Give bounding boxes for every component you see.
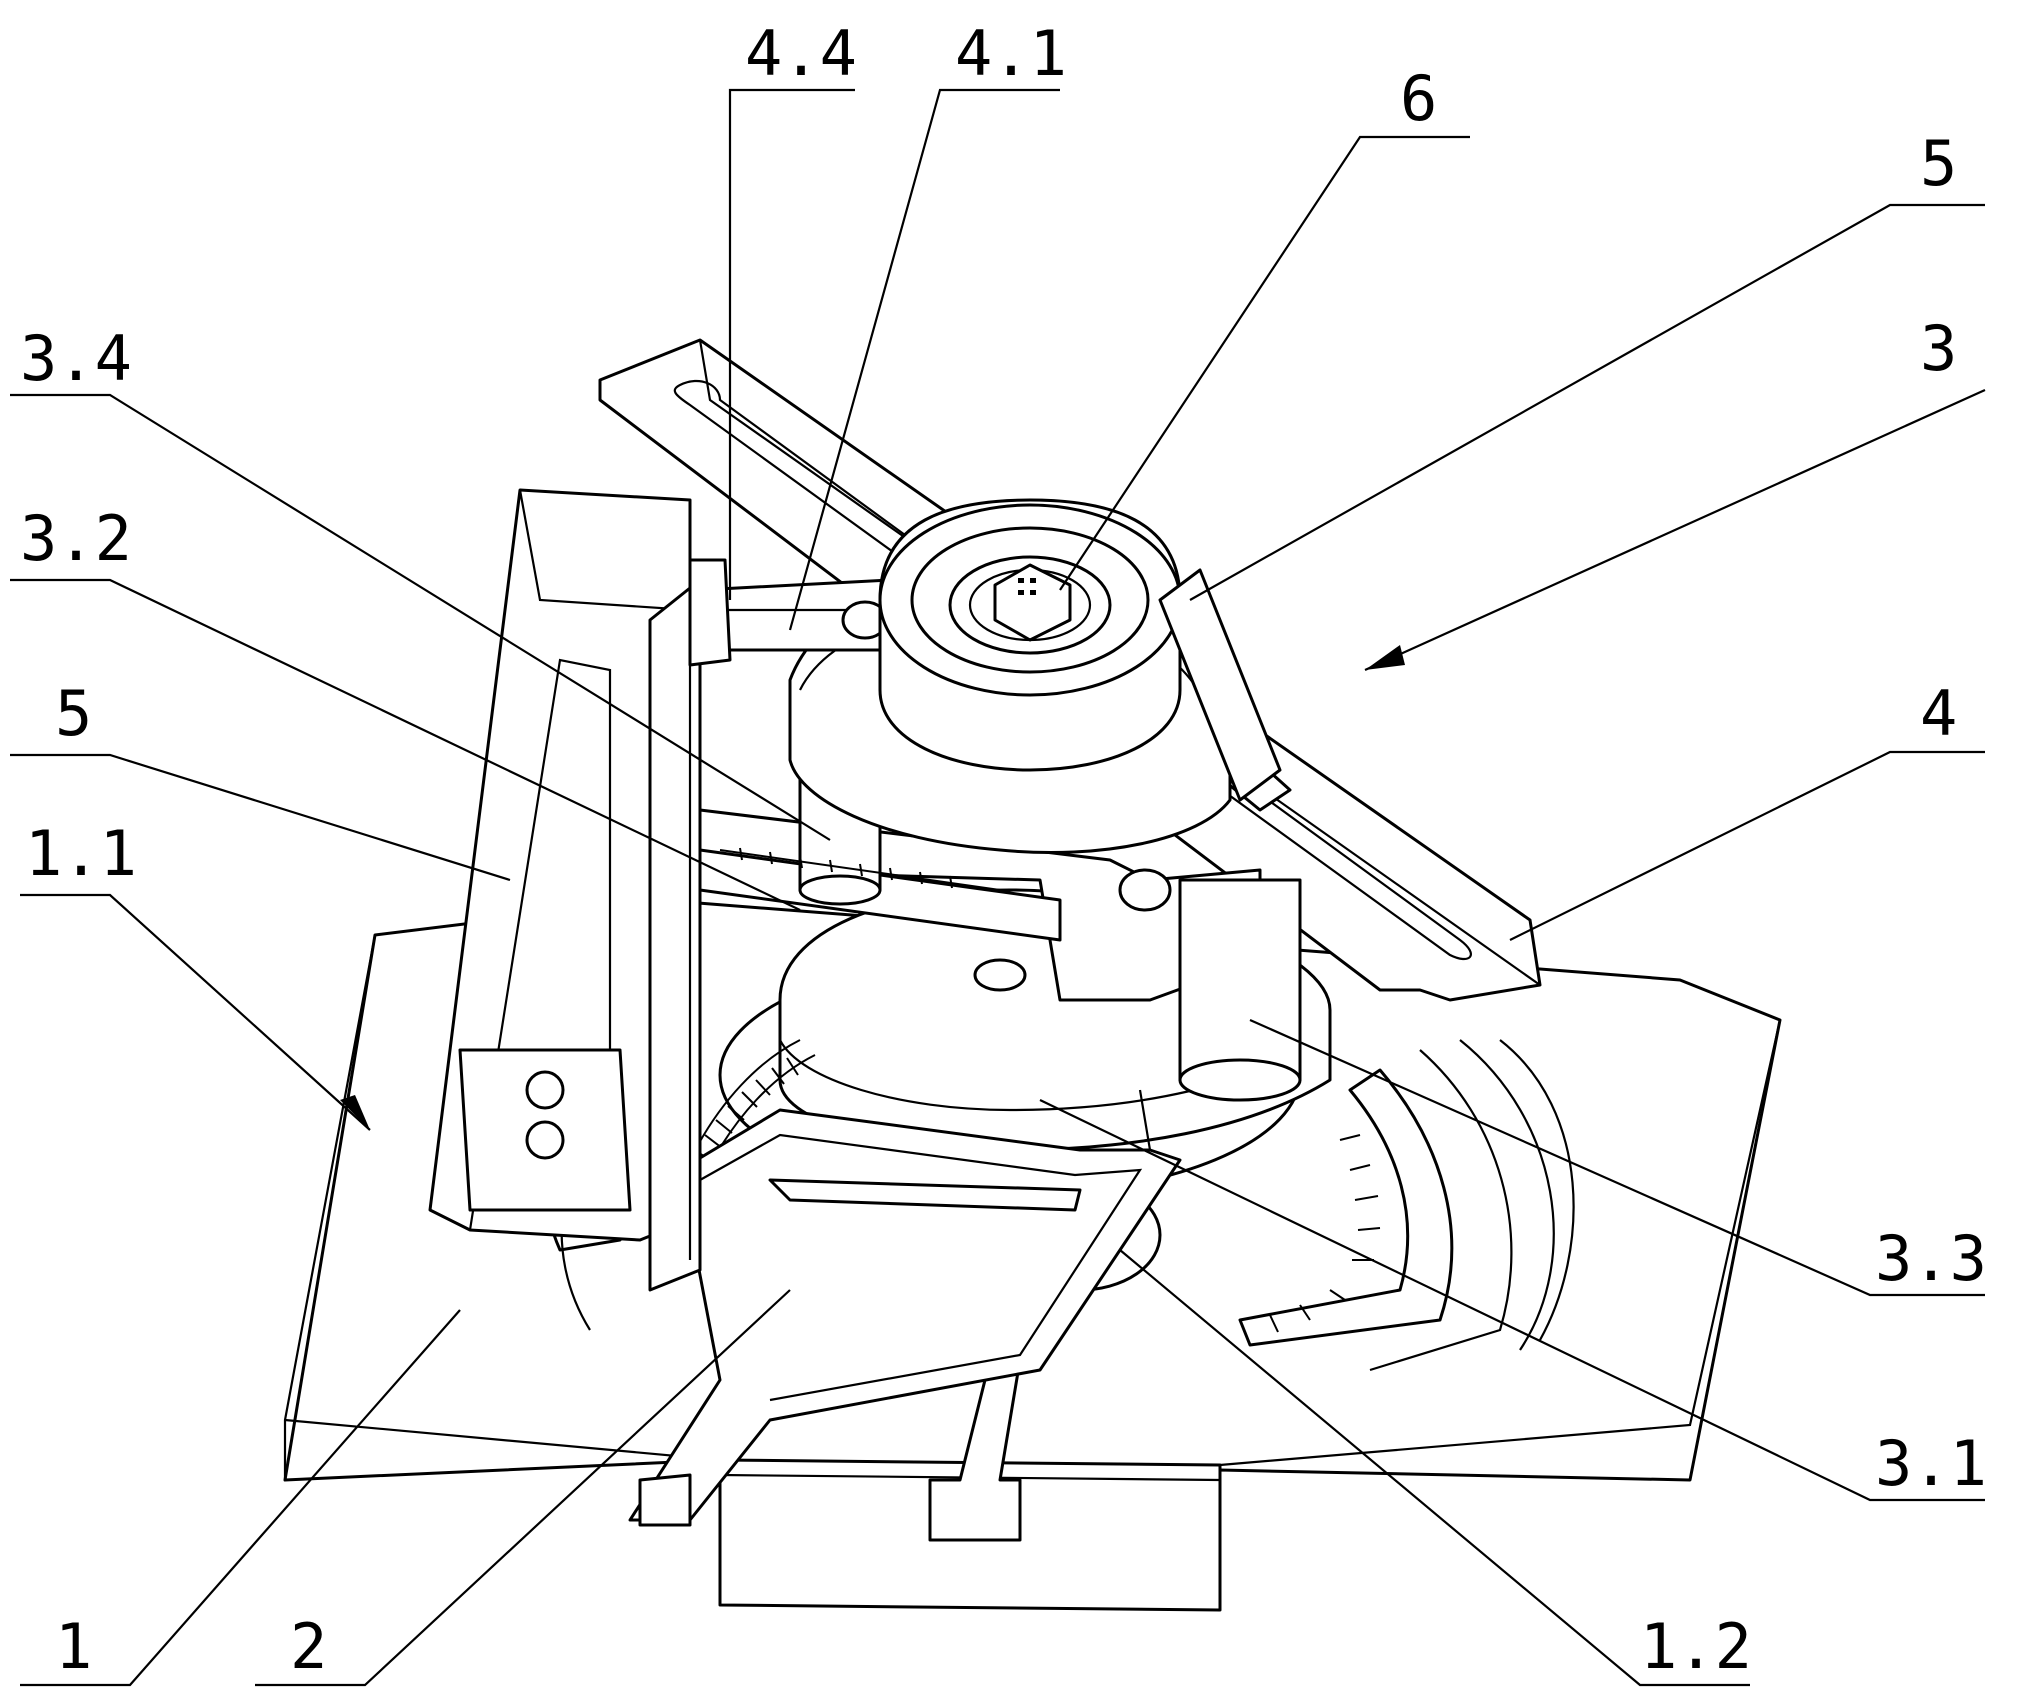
label-3-1: 3.1 (1875, 1427, 1987, 1500)
label-1: 1 (55, 1610, 92, 1683)
label-3-4: 3.4 (20, 322, 132, 395)
label-1-1: 1.1 (25, 817, 137, 890)
left-block (430, 490, 700, 1290)
label-4-1: 4.1 (955, 17, 1067, 90)
label-3: 3 (1920, 312, 1957, 385)
label-4-4: 4.4 (745, 17, 857, 90)
label-3-3: 3.3 (1875, 1222, 1987, 1295)
top-carriage (690, 500, 1280, 853)
label-5-left: 5 (55, 677, 92, 750)
label-3-2: 3.2 (20, 502, 132, 575)
label-4: 4 (1920, 677, 1957, 750)
label-2: 2 (290, 1610, 327, 1683)
label-5-top: 5 (1920, 127, 1957, 200)
label-6: 6 (1400, 62, 1437, 135)
label-1-2: 1.2 (1640, 1610, 1752, 1683)
